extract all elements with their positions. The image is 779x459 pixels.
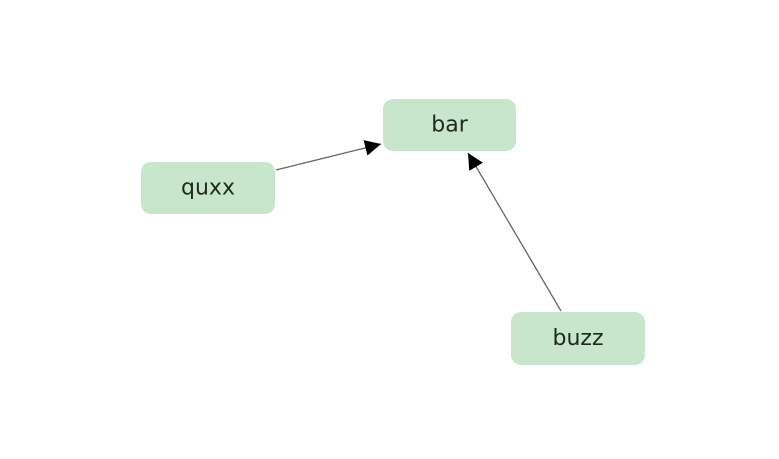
edge-quxx-to-bar[interactable] bbox=[275, 140, 382, 171]
node-buzz[interactable]: buzz bbox=[511, 312, 645, 365]
node-bar-label: bar bbox=[431, 113, 468, 138]
nodes-layer: bar quxx buzz bbox=[141, 99, 645, 365]
node-buzz-label: buzz bbox=[552, 326, 603, 351]
edges-layer bbox=[275, 140, 562, 312]
node-quxx-label: quxx bbox=[181, 176, 235, 201]
node-bar[interactable]: bar bbox=[383, 99, 516, 151]
edge-buzz-to-bar[interactable] bbox=[467, 152, 562, 312]
node-quxx[interactable]: quxx bbox=[141, 162, 275, 214]
